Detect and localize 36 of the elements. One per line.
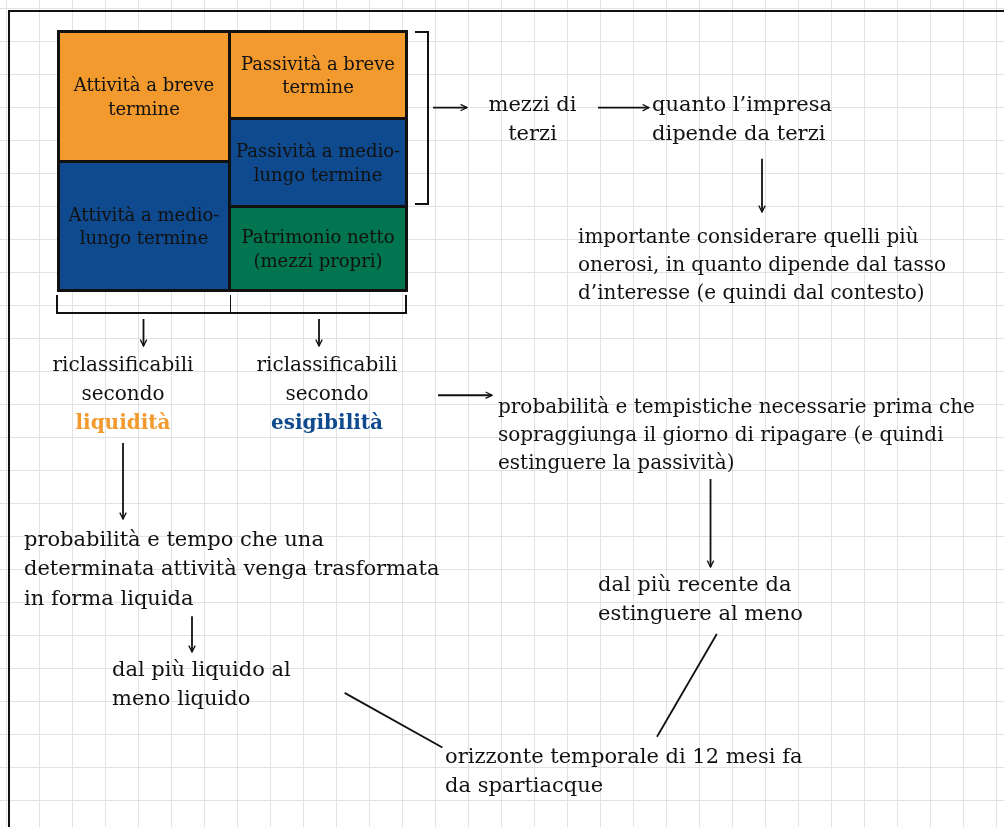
- bracket: [56, 295, 231, 315]
- note-text: probabilità e tempo che una determinata attività venga trasformata in forma liquida: [24, 525, 444, 614]
- arrow: [437, 391, 493, 400]
- arrow: [139, 318, 148, 347]
- connector-line: [343, 692, 444, 749]
- note-text: dal più recente da estinguere al meno: [598, 570, 888, 629]
- arrow: [758, 157, 766, 213]
- note-text: probabilità e tempistiche necessarie prima che sopraggiunga il giorno di ripagare (e quindi estinguere la passività): [498, 392, 1004, 476]
- connector-line: [656, 633, 718, 738]
- arrow: [432, 103, 468, 112]
- note-text: quanto l’impresa dipende da terzi: [652, 90, 902, 149]
- block-label: Passività a breve termine: [240, 51, 396, 99]
- bracket: [414, 31, 430, 205]
- note-text: orizzonte temporale di 12 mesi fa da spartiacque: [445, 742, 825, 801]
- note-text: dal più liquido al meno liquido: [112, 655, 342, 714]
- equity-block: [228, 205, 408, 292]
- bracket: [230, 295, 408, 315]
- note-text: mezzi di terzi: [470, 90, 595, 149]
- arrow: [188, 615, 196, 653]
- liability-block: [228, 117, 408, 208]
- note-text: riclassificabili secondo: [255, 351, 399, 407]
- asset-block: [57, 160, 231, 292]
- note-text: importante considerare quelli più onerosi, in quanto dipende dal tasso d’interesse (e quindi dal contesto): [578, 222, 1002, 306]
- liability-block: [228, 30, 408, 120]
- keyword-text: liquidità: [75, 409, 171, 436]
- note-text: riclassificabili secondo: [51, 351, 195, 407]
- block-label: Attività a breve termine: [72, 73, 216, 120]
- keyword-text: esigibilità: [270, 409, 384, 436]
- block-label: Passività a medio-lungo termine: [234, 139, 402, 186]
- arrow: [315, 318, 323, 347]
- asset-block: [57, 30, 231, 163]
- arrow: [706, 478, 715, 568]
- block-label: Patrimonio netto (mezzi propri): [240, 225, 396, 272]
- arrow: [119, 442, 127, 520]
- arrow: [597, 103, 650, 112]
- block-label: Attività a medio-lungo termine: [67, 202, 221, 250]
